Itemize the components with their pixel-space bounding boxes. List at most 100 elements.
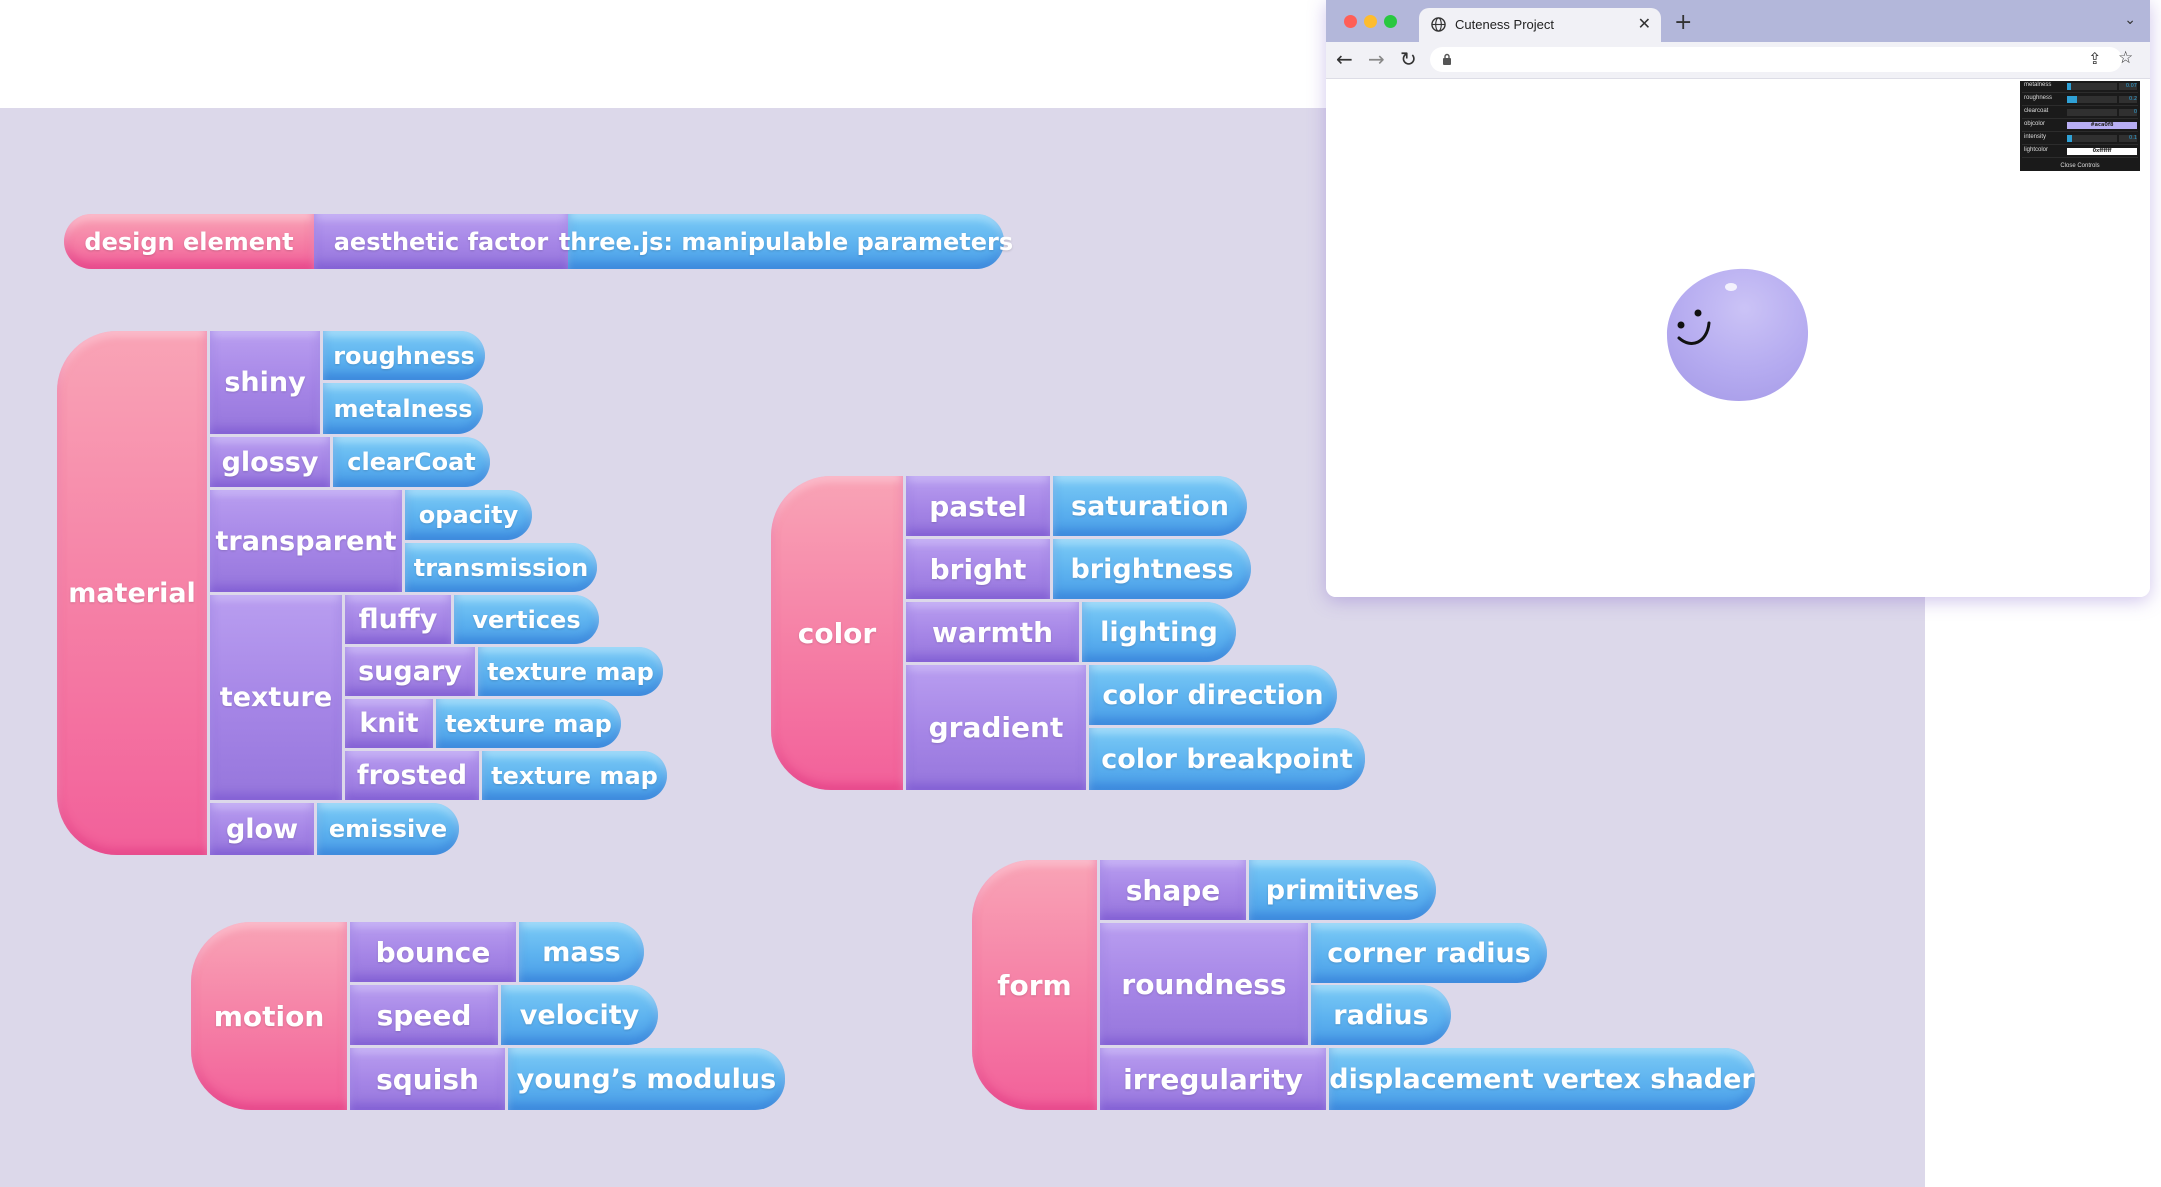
control-value[interactable]: 0.1	[2119, 135, 2137, 142]
knit-label: knit	[359, 708, 419, 739]
param-transmission-label: transmission	[413, 553, 589, 582]
browser-tab-strip: Cuteness Project ✕ + ⌄	[1326, 0, 2150, 42]
intensity-slider[interactable]	[2067, 135, 2117, 142]
control-row-lightcolor[interactable]: lightcolor 0xffffff	[2022, 146, 2138, 158]
irregularity-label: irregularity	[1123, 1062, 1303, 1096]
fluffy-factor: fluffy	[345, 595, 451, 644]
window-zoom-button[interactable]	[1384, 15, 1397, 28]
control-row-objcolor[interactable]: objcolor #aca0f8	[2022, 120, 2138, 132]
bookmark-icon[interactable]: ☆	[2118, 48, 2134, 68]
reload-icon[interactable]: ↻	[1400, 47, 1417, 71]
roundness-factor: roundness	[1100, 923, 1308, 1045]
sphere-highlight	[1725, 283, 1737, 291]
lightcolor-swatch[interactable]: 0xffffff	[2067, 148, 2137, 155]
smiley-sphere	[1667, 268, 1809, 401]
objcolor-swatch[interactable]: #aca0f8	[2067, 122, 2137, 129]
clearcoat-slider[interactable]	[2067, 109, 2117, 116]
param-color-direction: color direction	[1089, 665, 1337, 725]
shape-factor: shape	[1100, 860, 1246, 920]
irregularity-factor: irregularity	[1100, 1048, 1326, 1110]
sphere-smile	[1677, 321, 1711, 345]
browser-tab[interactable]: Cuteness Project ✕	[1419, 8, 1661, 42]
frosted-factor: frosted	[345, 751, 479, 800]
gradient-factor: gradient	[906, 665, 1086, 790]
transparent-label: transparent	[215, 525, 397, 557]
forward-icon[interactable]: →	[1368, 47, 1385, 71]
param-displacement-vertex-shader-label: displacement vertex shader	[1329, 1063, 1755, 1095]
glow-label: glow	[225, 813, 299, 845]
param-displacement-vertex-shader: displacement vertex shader	[1329, 1048, 1755, 1110]
slider-fill	[2067, 96, 2077, 103]
speed-factor: speed	[350, 985, 498, 1045]
webgl-viewport[interactable]: metalness 0.07 roughness 0.2 clearcoat 0…	[1326, 79, 2150, 597]
roughness-slider[interactable]	[2067, 96, 2117, 103]
control-row-clearcoat[interactable]: clearcoat 0	[2022, 107, 2138, 119]
legend-aesthetic-factor-label: aesthetic factor	[333, 227, 549, 256]
param-color-direction-label: color direction	[1102, 679, 1324, 711]
gui-controls-panel: metalness 0.07 roughness 0.2 clearcoat 0…	[2020, 81, 2140, 171]
param-youngs-modulus-label: young’s modulus	[516, 1063, 777, 1095]
squish-label: squish	[376, 1062, 479, 1096]
browser-toolbar: ← → ↻ ⇪ ☆	[1326, 42, 2150, 79]
squish-factor: squish	[350, 1048, 505, 1110]
back-icon[interactable]: ←	[1336, 47, 1353, 71]
form-label: form	[997, 968, 1072, 1002]
param-transmission: transmission	[405, 543, 597, 592]
param-color-breakpoint-label: color breakpoint	[1101, 743, 1353, 775]
control-row-intensity[interactable]: intensity 0.1	[2022, 133, 2138, 145]
param-radius-label: radius	[1333, 999, 1429, 1031]
control-row-metalness[interactable]: metalness 0.07	[2022, 81, 2138, 93]
param-velocity: velocity	[501, 985, 658, 1045]
control-value[interactable]: 0.07	[2119, 83, 2137, 90]
texture-factor: texture	[210, 595, 342, 800]
param-brightness-label: brightness	[1070, 553, 1234, 585]
legend-design-element: design element	[64, 214, 314, 269]
browser-window: Cuteness Project ✕ + ⌄ ← → ↻ ⇪ ☆ metalne…	[1326, 0, 2150, 597]
speed-label: speed	[376, 998, 472, 1032]
texture-label: texture	[219, 682, 333, 713]
bright-factor: bright	[906, 539, 1050, 599]
param-clearcoat-label: clearCoat	[347, 448, 476, 476]
sphere-eye-right	[1694, 309, 1702, 317]
param-texture-map-knit-label: texture map	[445, 709, 612, 738]
slider-fill	[2067, 83, 2071, 90]
control-row-roughness[interactable]: roughness 0.2	[2022, 94, 2138, 106]
param-metalness: metalness	[323, 383, 483, 434]
control-value[interactable]: 0.2	[2119, 96, 2137, 103]
param-color-breakpoint: color breakpoint	[1089, 728, 1365, 790]
close-controls-button[interactable]: Close Controls	[2060, 163, 2100, 169]
slider-fill	[2067, 135, 2072, 142]
globe-icon	[1431, 17, 1446, 32]
roundness-label: roundness	[1121, 967, 1287, 1001]
window-minimize-button[interactable]	[1364, 15, 1377, 28]
frosted-label: frosted	[356, 760, 468, 791]
param-primitives: primitives	[1249, 860, 1436, 920]
bright-label: bright	[929, 552, 1027, 586]
new-tab-icon[interactable]: +	[1674, 10, 1693, 35]
form-element: form	[972, 860, 1097, 1110]
param-vertices: vertices	[454, 595, 599, 644]
param-opacity: opacity	[405, 490, 532, 540]
param-saturation: saturation	[1053, 476, 1247, 536]
param-mass: mass	[519, 922, 644, 982]
material-label: material	[68, 577, 196, 609]
window-close-button[interactable]	[1344, 15, 1357, 28]
glossy-label: glossy	[221, 446, 319, 478]
share-icon[interactable]: ⇪	[2088, 49, 2102, 68]
param-youngs-modulus: young’s modulus	[508, 1048, 785, 1110]
sphere-body	[1667, 268, 1809, 401]
knit-factor: knit	[345, 699, 433, 748]
param-emissive: emissive	[317, 803, 459, 855]
tab-menu-chevron-icon[interactable]: ⌄	[2124, 12, 2136, 28]
control-value[interactable]: 0	[2119, 109, 2137, 116]
metalness-slider[interactable]	[2067, 83, 2117, 90]
shiny-label: shiny	[224, 367, 306, 398]
tab-close-icon[interactable]: ✕	[1637, 14, 1651, 33]
param-metalness-label: metalness	[333, 394, 473, 423]
shape-label: shape	[1125, 873, 1221, 907]
control-label: objcolor	[2024, 121, 2046, 127]
address-bar[interactable]	[1430, 47, 2122, 72]
lock-icon	[1443, 53, 1451, 65]
color-element: color	[771, 476, 903, 790]
control-label: roughness	[2024, 95, 2053, 101]
